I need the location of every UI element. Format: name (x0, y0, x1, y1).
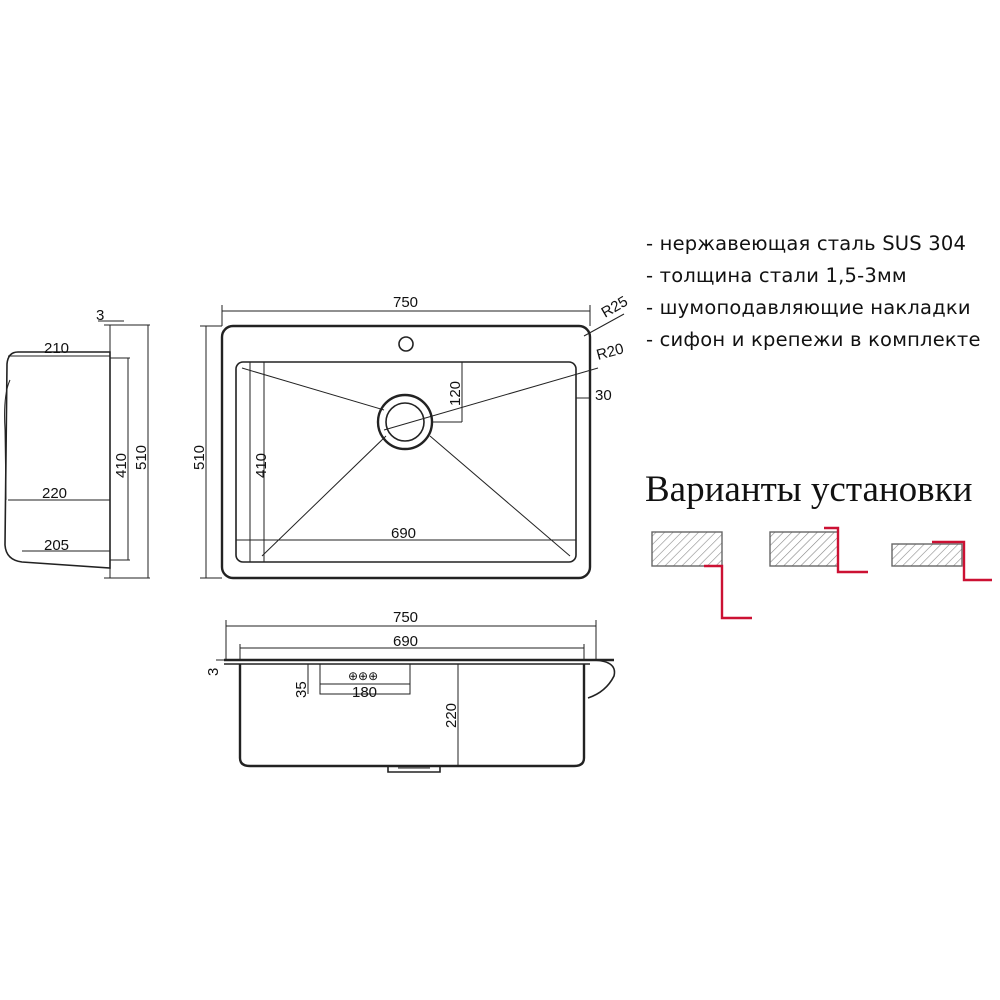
side-view-inner-wall (4, 379, 11, 501)
install-variants-title: Варианты установки (645, 469, 973, 510)
install-variant-flush (769, 526, 868, 574)
spec-list: - нержавеющая сталь SUS 304 - толщина ст… (646, 228, 981, 356)
spec-item-noise-pads: - шумоподавляющие накладки (646, 296, 971, 319)
sink-profile-line (824, 526, 868, 574)
top-view-r25-leader (583, 313, 625, 337)
front-view-dim-inner-length: 690 (393, 633, 418, 650)
top-view: 750 510 410 690 120 30 R25 R20 (191, 293, 631, 580)
front-view-dim-length: 750 (393, 609, 418, 626)
top-view-drain-inner (385, 402, 425, 442)
front-view-dim-thickness: 3 (205, 668, 222, 676)
top-view-dim-length: 750 (393, 294, 418, 311)
top-view-r20-leader (383, 367, 599, 431)
top-view-faucet-hole (398, 336, 414, 352)
install-variant-undermount (651, 531, 752, 620)
top-view-dim-inner-radius: R20 (595, 340, 626, 364)
top-view-dim-outer-radius: R25 (599, 293, 631, 321)
install-variant-overmount (891, 540, 992, 582)
top-view-slope-3 (429, 435, 571, 557)
top-view-dim-inner-width: 410 (253, 453, 270, 478)
front-view-rim-lip (587, 659, 616, 699)
front-view-drain (387, 766, 441, 773)
spec-item-material: - нержавеющая сталь SUS 304 (646, 232, 967, 255)
side-view-dim-total-width: 510 (133, 445, 150, 470)
side-view-dim-mid-depth: 220 (42, 485, 67, 502)
front-view-overflow-slot-icon: ⊕⊕⊕ (348, 669, 378, 683)
side-view-dim-inner-width: 410 (113, 453, 130, 478)
side-view-dim-bottom-depth: 205 (44, 537, 69, 554)
side-view-dim-thickness: 3 (96, 307, 104, 324)
top-view-dim-width: 510 (191, 445, 208, 470)
top-view-slope-1 (241, 367, 385, 411)
top-view-outer-rim (220, 324, 592, 580)
countertop-section (651, 531, 723, 567)
front-view-dim-overflow-height: 35 (293, 681, 310, 698)
sink-profile-line (932, 540, 992, 582)
countertop-section (769, 531, 839, 567)
sink-profile-line (704, 564, 752, 620)
front-view-overflow (319, 664, 411, 695)
side-view-body (4, 351, 111, 569)
front-view: ⊕⊕⊕ 750 690 3 35 180 220 (205, 609, 616, 773)
side-view-dim-top-depth: 210 (44, 340, 69, 357)
side-view: 3 210 220 205 410 510 (4, 307, 150, 579)
top-view-dim-inner-length: 690 (391, 525, 416, 542)
top-view-slope-2 (261, 435, 387, 557)
spec-item-accessories: - сифон и крепежи в комплекте (646, 328, 981, 351)
front-view-dim-overflow-length: 180 (352, 684, 377, 701)
front-view-bowl (238, 664, 586, 768)
top-view-dim-drain-offset: 120 (447, 381, 464, 406)
top-view-dim-rim: 30 (595, 387, 612, 404)
spec-item-thickness: - толщина стали 1,5-3мм (646, 264, 907, 287)
front-view-dim-depth: 220 (443, 703, 460, 728)
countertop-section (891, 543, 963, 567)
